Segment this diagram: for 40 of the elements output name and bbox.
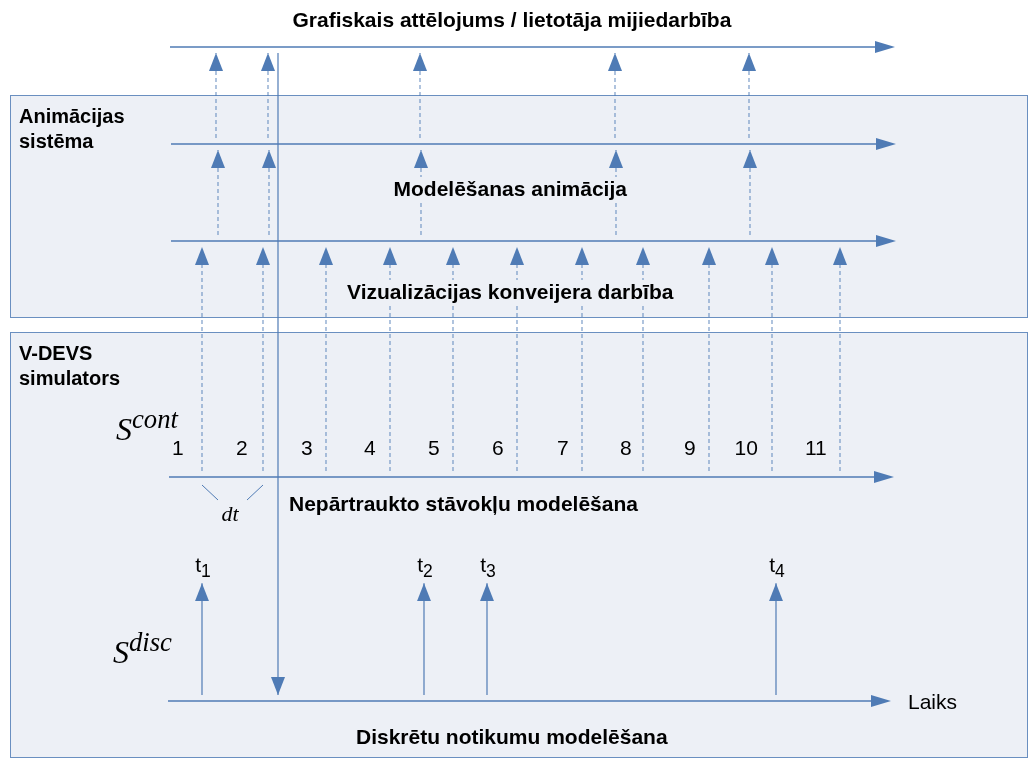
arrow <box>271 52 285 696</box>
arrow <box>743 149 757 236</box>
timeline-arrow <box>168 695 891 707</box>
panel-title: V-DEVS simulators <box>19 341 122 391</box>
timeline-title: Vizualizācijas konveijera darbība <box>344 280 677 304</box>
arrow <box>575 246 589 472</box>
arrow <box>417 582 431 696</box>
arrow <box>480 582 494 696</box>
arrow <box>609 149 623 236</box>
arrow <box>209 52 223 139</box>
timeline-arrow <box>171 235 896 247</box>
arrow <box>446 246 460 472</box>
system-panel <box>10 332 1028 758</box>
arrow <box>742 52 756 139</box>
panel-title: Animācijas sistēma <box>19 104 126 154</box>
arrow <box>195 246 209 472</box>
arrow <box>702 246 716 472</box>
arrow <box>636 246 650 472</box>
system-panel <box>10 95 1028 318</box>
arrow <box>608 52 622 139</box>
arrow <box>769 582 783 696</box>
event-label: t$_{4}$ <box>762 553 792 584</box>
arrow <box>413 52 427 139</box>
arrow <box>765 246 779 472</box>
arrow <box>195 582 209 696</box>
arrow <box>510 246 524 472</box>
timeline-arrow <box>169 471 894 483</box>
timeline-arrow <box>171 138 896 150</box>
arrow <box>262 149 276 236</box>
arrow <box>261 52 275 139</box>
timeline-arrow <box>170 41 895 53</box>
event-label: t$_{1}$ <box>188 553 218 584</box>
arrow <box>256 246 270 472</box>
arrow <box>414 149 428 236</box>
arrow <box>319 246 333 472</box>
arrow <box>211 149 225 236</box>
arrow <box>833 246 847 472</box>
event-label: t$_{3}$ <box>473 553 503 584</box>
event-label: t$_{2}$ <box>410 553 440 584</box>
arrow <box>383 246 397 472</box>
